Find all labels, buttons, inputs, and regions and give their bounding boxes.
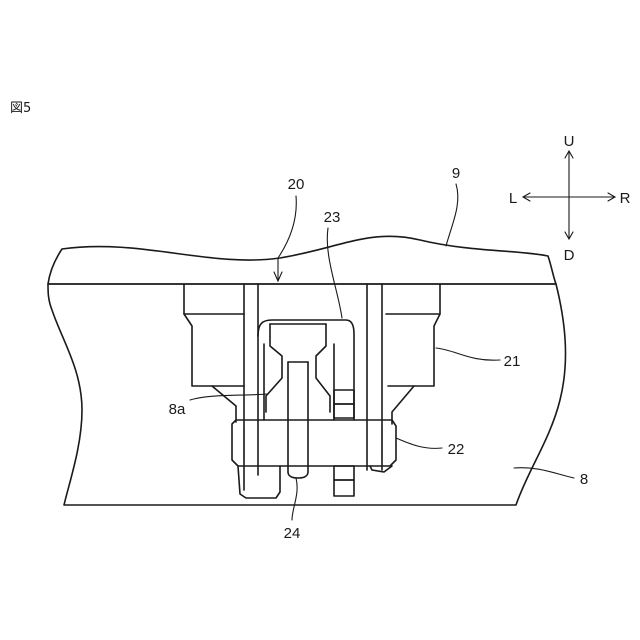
leader-21 <box>436 348 500 360</box>
clip-assembly-20 <box>184 284 440 498</box>
label-clip-assembly-20: 20 <box>288 176 305 193</box>
label-collar-22: 22 <box>448 441 465 458</box>
label-top-cover-9: 9 <box>452 165 460 182</box>
label-body-8: 8 <box>580 471 588 488</box>
spring-inner-walls <box>264 344 334 420</box>
label-spring-23: 23 <box>324 209 341 226</box>
direction-up-label: U <box>564 133 575 150</box>
leader-23 <box>327 228 342 318</box>
label-pin-24: 24 <box>284 525 301 542</box>
pin-head-right <box>316 324 330 412</box>
leader-22 <box>396 438 442 448</box>
leader-8 <box>514 468 574 478</box>
bracket-left-block <box>184 284 236 422</box>
collar-band <box>232 420 396 466</box>
right-tooth-1 <box>334 390 354 404</box>
leader-20 <box>278 196 296 280</box>
right-collar-cap <box>370 466 392 472</box>
label-bracket-21: 21 <box>504 353 521 370</box>
leader-8a <box>190 394 268 400</box>
direction-right-label: R <box>620 190 631 207</box>
body-8 <box>48 284 566 505</box>
leader-24 <box>292 478 297 520</box>
direction-compass: U D L R <box>509 133 631 264</box>
right-tooth-4 <box>334 480 354 496</box>
spring-frame <box>258 320 354 420</box>
top-cover-outline <box>48 236 556 284</box>
figure-title: 図5 <box>10 101 31 116</box>
bracket-right-block <box>392 284 440 424</box>
direction-down-label: D <box>564 247 575 264</box>
label-body-recess-8a: 8a <box>169 401 186 418</box>
right-tooth-2 <box>334 404 354 418</box>
direction-left-label: L <box>509 190 517 207</box>
pin-head-left <box>266 324 282 412</box>
right-tooth-3 <box>334 466 354 480</box>
leader-9 <box>446 184 458 246</box>
reference-labels: 20 9 23 21 8a 22 8 24 <box>169 165 589 542</box>
top-cover-9 <box>48 236 556 284</box>
body-outline <box>48 284 566 505</box>
